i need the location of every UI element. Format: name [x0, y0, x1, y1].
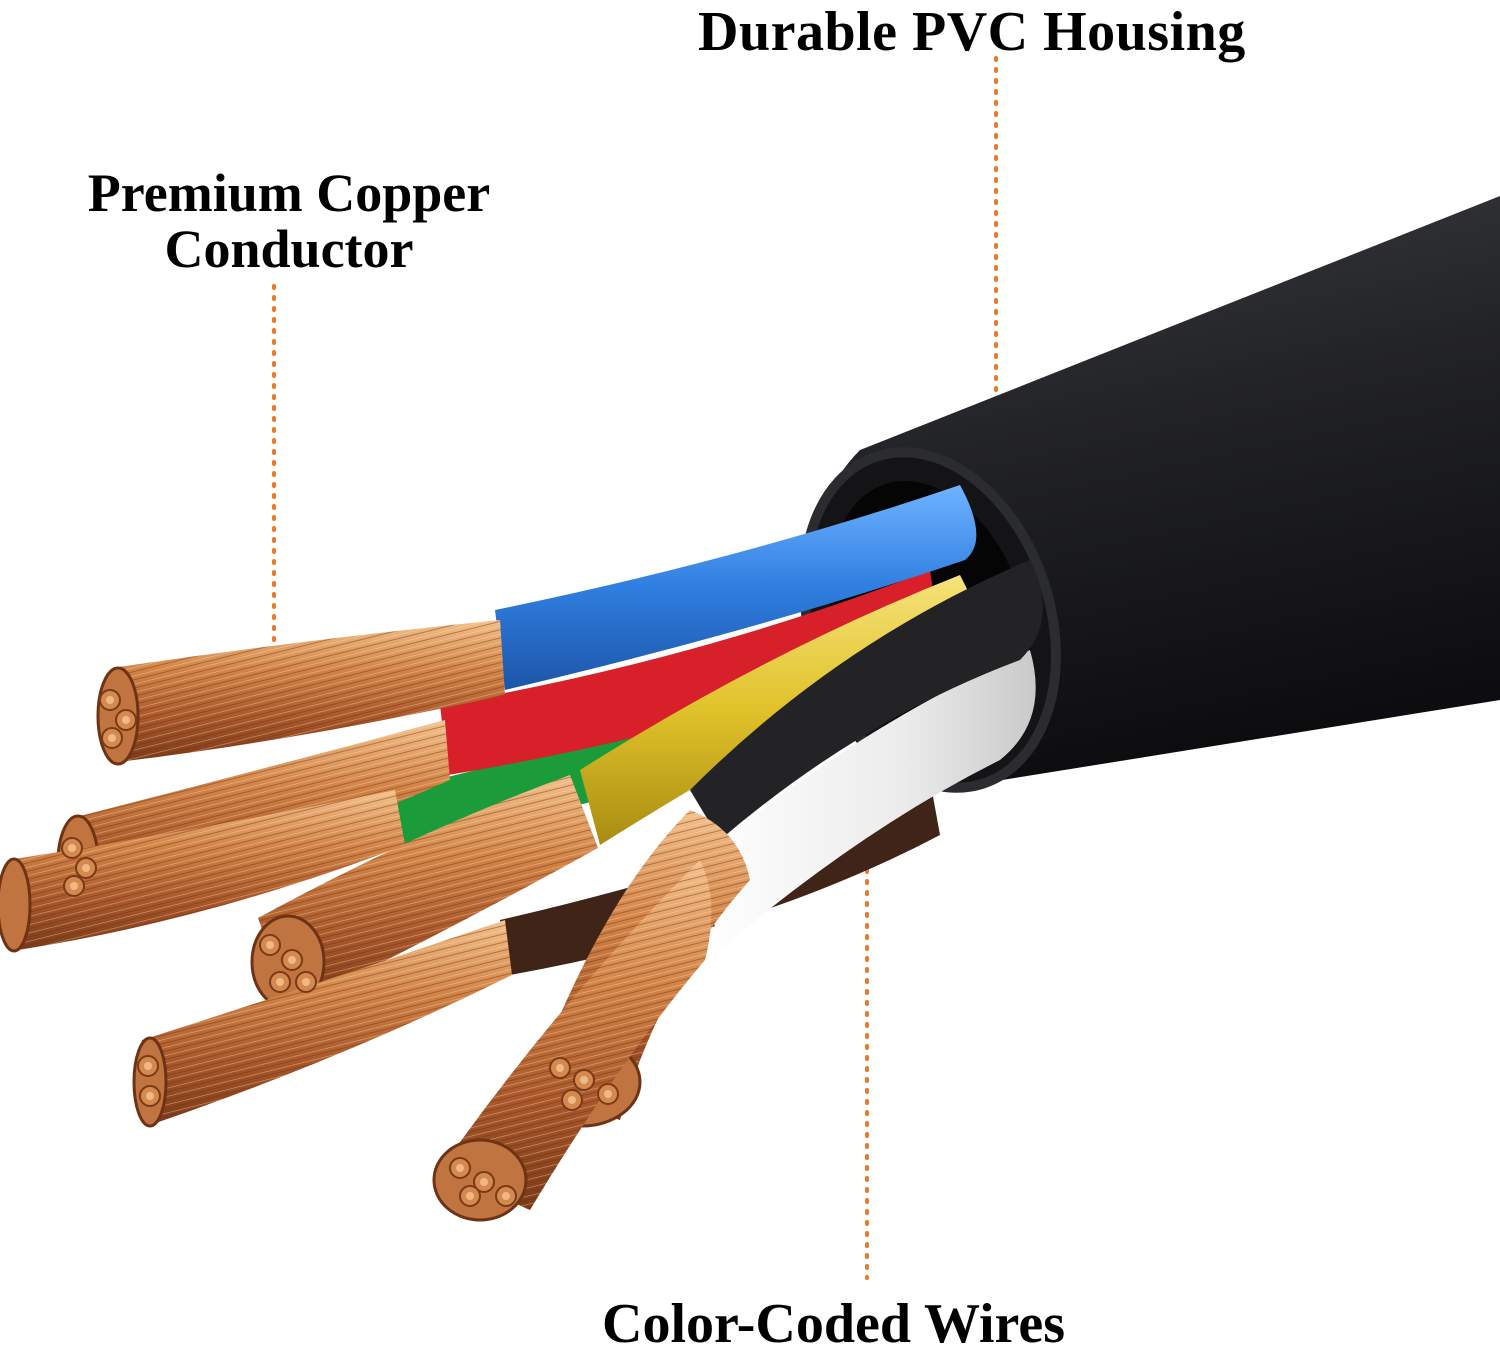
wire-bundle: [392, 485, 1043, 975]
label-copper-line-2: Conductor: [164, 219, 414, 279]
wire-red: [440, 570, 940, 775]
label-copper-conductor: Premium Copper Conductor: [58, 166, 520, 276]
wire-white: [700, 650, 1036, 950]
label-pvc-housing: Durable PVC Housing: [698, 1, 1246, 63]
label-copper-line-1: Premium Copper: [87, 163, 491, 223]
label-color-coded-wires: Color-Coded Wires: [602, 1293, 1066, 1355]
copper-conductors: [0, 620, 750, 1222]
wire-blue: [495, 485, 977, 690]
wire-black: [690, 560, 1043, 840]
copper-strands-green: [0, 790, 405, 953]
